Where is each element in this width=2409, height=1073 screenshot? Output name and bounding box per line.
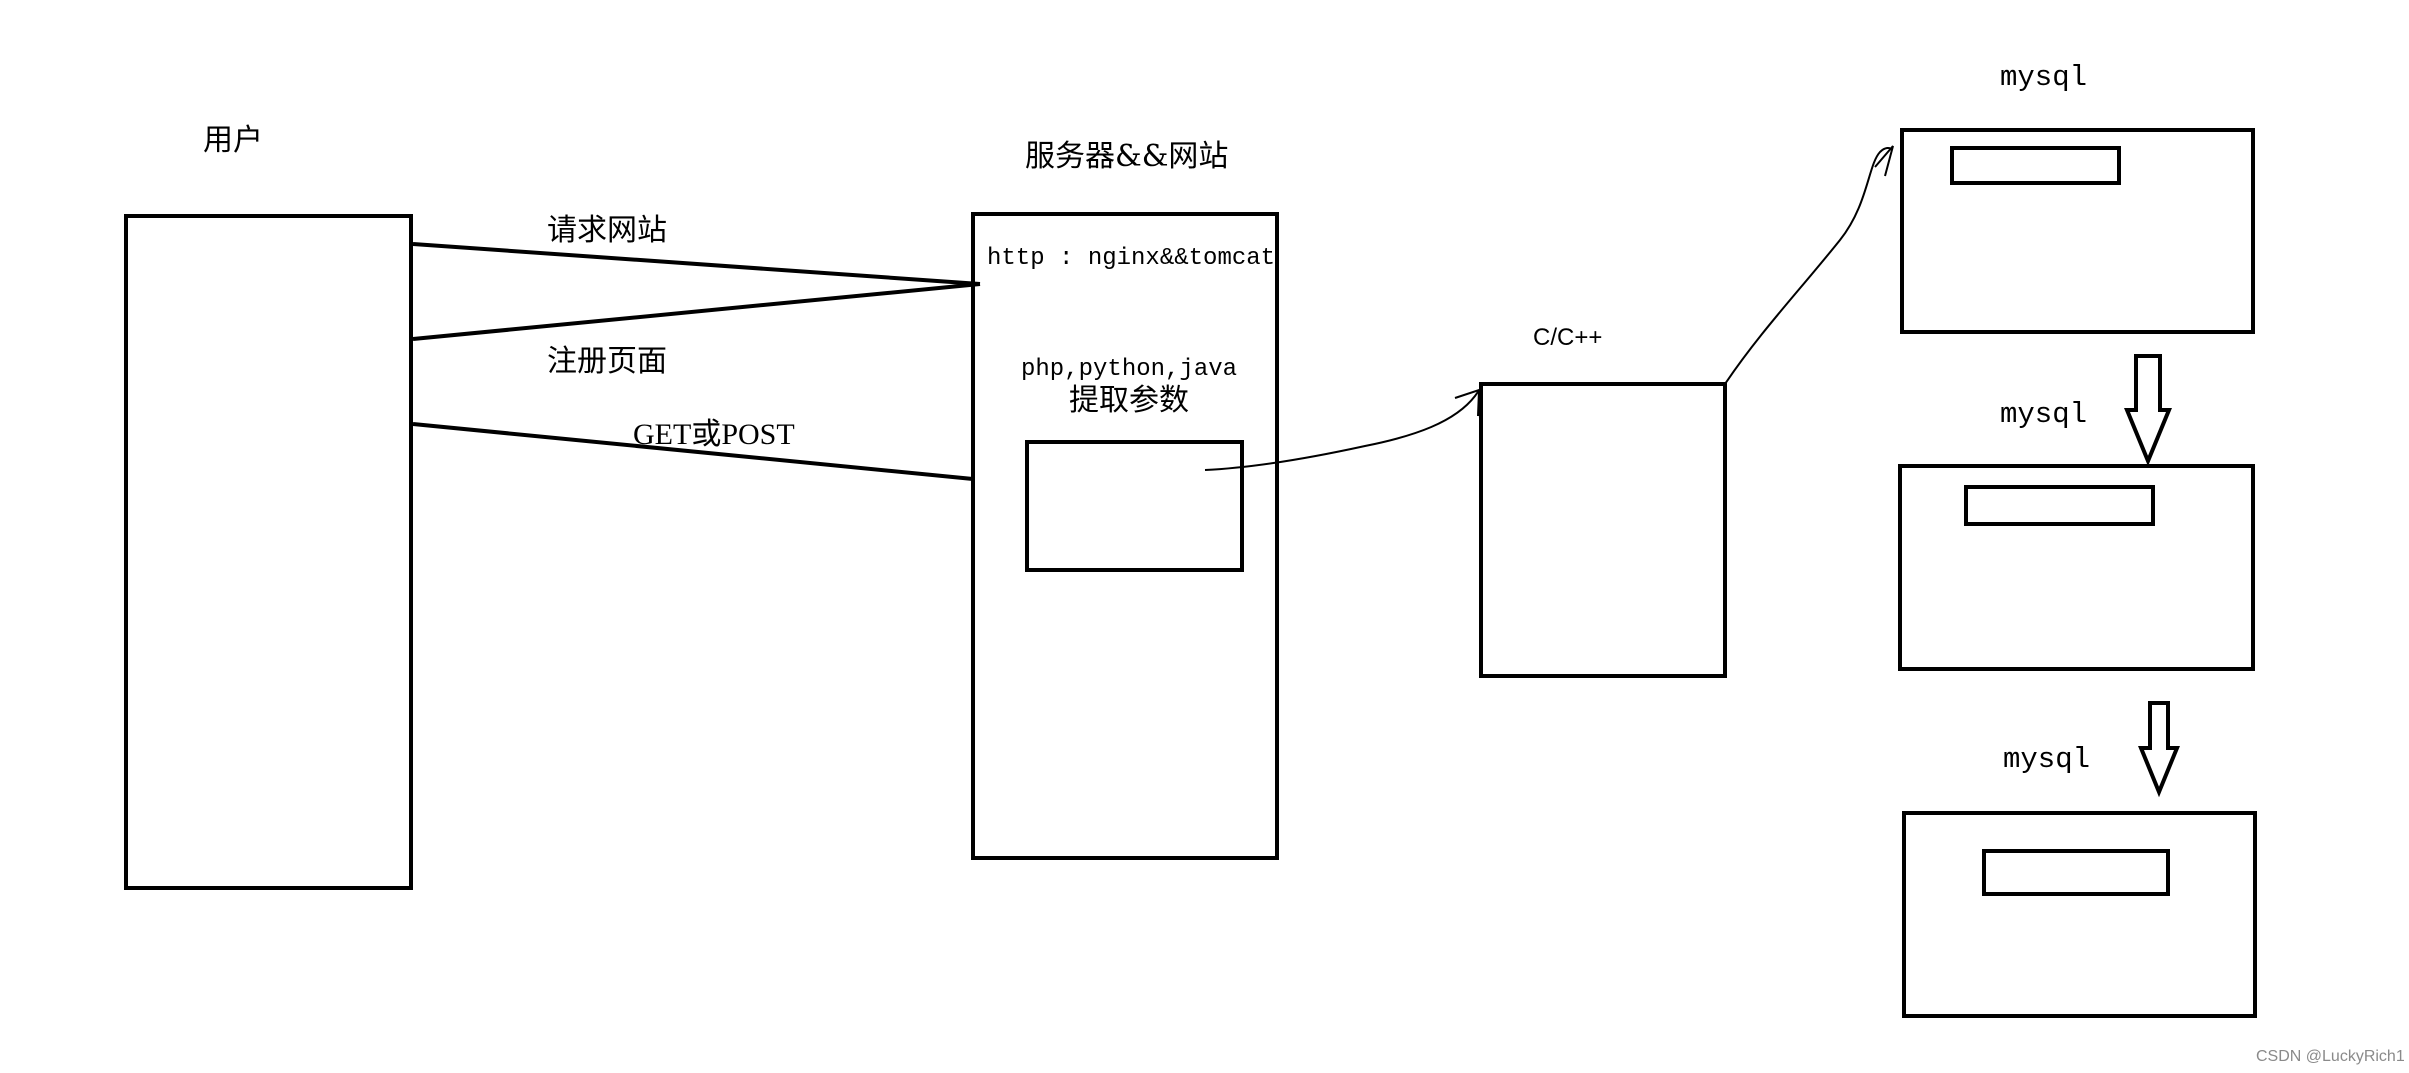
mysql-label-1: mysql xyxy=(2000,61,2088,94)
mysql-label-2: mysql xyxy=(2000,398,2088,431)
mysql-label-3: mysql xyxy=(2003,743,2091,776)
method-label: GET或POST xyxy=(633,418,795,451)
down-arrow-2 xyxy=(2138,701,2180,798)
param-box xyxy=(1025,440,1244,572)
langs-label: php,python,java xyxy=(1021,356,1238,383)
server-label: 服务器&&网站 xyxy=(1025,139,1229,174)
http-label: http : nginx&&tomcat xyxy=(987,245,1276,272)
register-label: 注册页面 xyxy=(547,344,667,379)
user-label: 用户 xyxy=(203,123,263,158)
mysql-slot-1 xyxy=(1950,146,2121,185)
request-label: 请求网站 xyxy=(547,213,667,248)
register-line xyxy=(412,282,981,341)
cpp-label: C/C++ xyxy=(1533,324,1603,351)
mysql-slot-3 xyxy=(1982,849,2170,896)
param-to-cpp-arrowhead xyxy=(1454,388,1481,417)
mysql-box-3 xyxy=(1902,811,2257,1018)
cpp-box xyxy=(1479,382,1727,678)
cpp-to-mysql-arrow xyxy=(1724,146,1893,385)
cpp-to-mysql-arrowhead xyxy=(1874,145,1894,177)
mysql-box-1 xyxy=(1900,128,2255,334)
mysql-box-2 xyxy=(1898,464,2255,671)
mysql-slot-2 xyxy=(1964,485,2155,526)
extract-label: 提取参数 xyxy=(1069,383,1189,418)
request-line xyxy=(412,242,981,286)
watermark: CSDN @LuckyRich1 xyxy=(2256,1048,2405,1065)
server-box xyxy=(971,212,1279,860)
down-arrow-1 xyxy=(2124,354,2172,467)
param-to-cpp-arrow xyxy=(1204,390,1481,471)
method-line xyxy=(412,422,974,481)
user-box xyxy=(124,214,413,890)
